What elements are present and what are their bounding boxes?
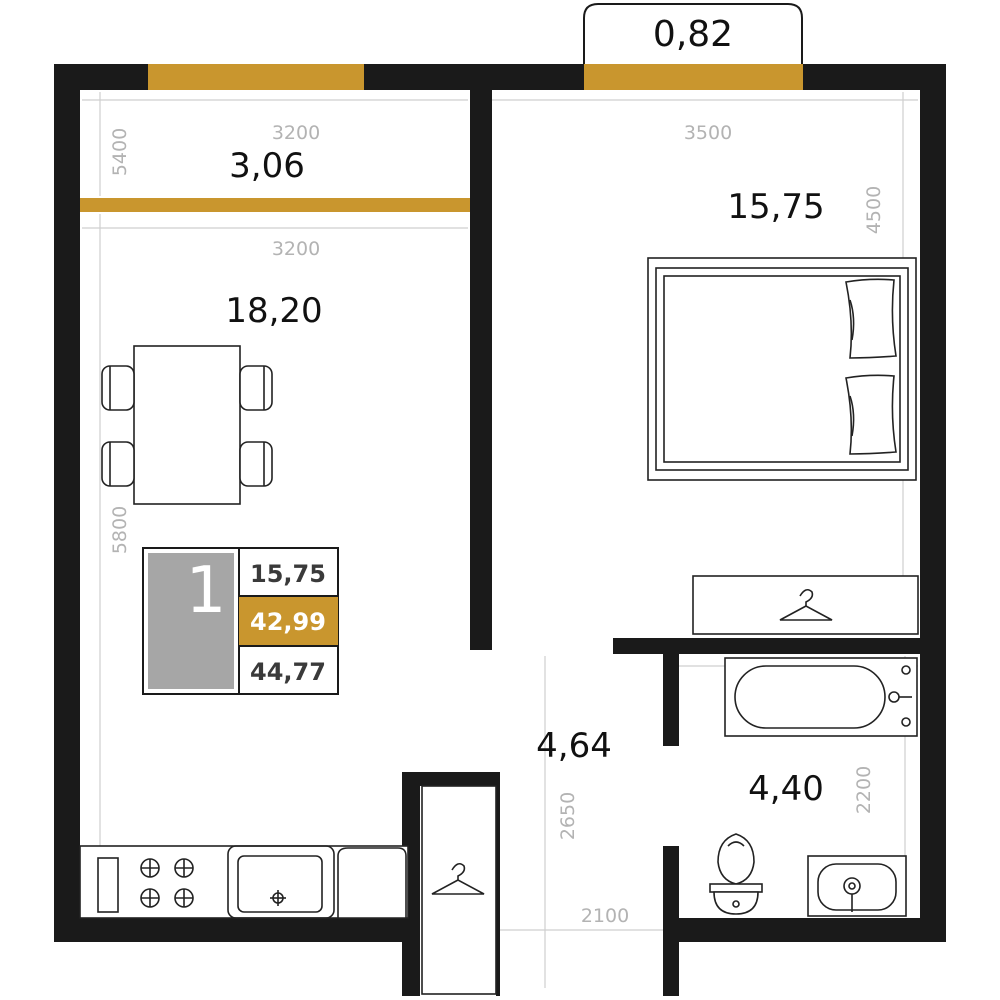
washbasin — [807, 855, 907, 917]
toilet-icon — [709, 833, 763, 915]
hanger-icon — [779, 588, 833, 621]
window-loggia — [148, 64, 364, 90]
double-bed — [647, 257, 917, 481]
dim-bath-depth: 2200 — [853, 766, 875, 814]
area-hallway: 4,64 — [536, 726, 612, 766]
chair-icon — [101, 441, 135, 487]
legend-rooms-count: 1 — [186, 554, 227, 628]
kitchen-counter — [79, 845, 409, 919]
legend-total-area: 42,99 — [250, 608, 326, 636]
apartment-legend: 1 15,75 42,99 44,77 — [142, 547, 339, 695]
pillow-icon — [845, 278, 897, 359]
stove-icon — [140, 858, 194, 908]
room-areas: 3,06 18,20 15,75 4,64 4,40 — [225, 146, 824, 809]
pillow-icon — [845, 374, 897, 455]
fridge-icon — [337, 847, 407, 919]
bedroom-wardrobe — [692, 575, 919, 635]
dim-kitchen-width: 3200 — [272, 238, 320, 260]
dim-hall-width: 2100 — [581, 905, 629, 927]
loggia-partition-window — [80, 198, 470, 212]
window-size-label: 0,82 — [653, 14, 733, 55]
legend-total-with-balcony: 44,77 — [250, 658, 326, 686]
legend-total-highlight — [239, 596, 338, 646]
area-kitchen-living: 18,20 — [225, 291, 322, 331]
hall-wardrobe — [421, 785, 497, 995]
legend-living-area: 15,75 — [250, 560, 326, 588]
dim-loggia-width: 3200 — [272, 122, 320, 144]
kitchen-sink-icon — [227, 845, 335, 919]
legend-room-block — [148, 553, 234, 689]
windows — [80, 64, 803, 212]
right-wall-detail — [944, 420, 946, 640]
dining-table — [101, 345, 273, 505]
area-loggia: 3,06 — [229, 146, 305, 186]
dim-loggia-depth: 5400 — [109, 128, 131, 176]
chair-icon — [239, 365, 273, 411]
hanger-icon — [431, 862, 485, 895]
dim-kitchen-depth: 5800 — [109, 506, 131, 554]
window-bedroom — [584, 64, 803, 90]
dim-bedroom-width: 3500 — [684, 122, 732, 144]
chair-icon — [239, 441, 273, 487]
walls — [54, 64, 946, 996]
window-size-tag: 0,82 — [583, 3, 803, 64]
area-bathroom: 4,40 — [748, 769, 824, 809]
area-bedroom: 15,75 — [727, 187, 824, 227]
chair-icon — [101, 365, 135, 411]
dim-bedroom-depth: 4500 — [863, 186, 885, 234]
bathtub — [724, 657, 918, 737]
dim-hall-depth: 2650 — [557, 792, 579, 840]
